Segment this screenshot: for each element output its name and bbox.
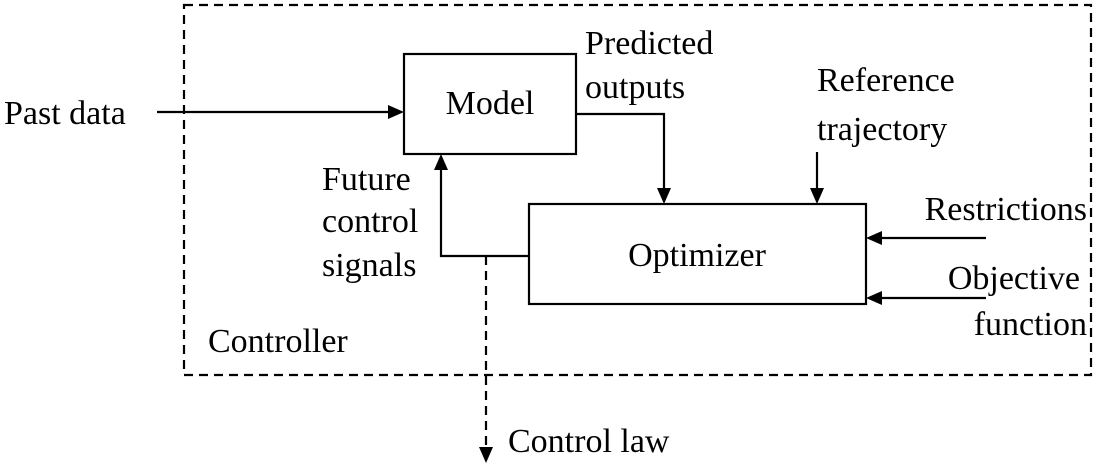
predicted-outputs-arrow-line xyxy=(576,112,666,190)
reference-trajectory-arrowhead xyxy=(810,188,824,204)
restrictions-label: Restrictions xyxy=(925,191,1087,228)
past-data-arrowhead xyxy=(388,105,404,119)
past-data-label: Past data xyxy=(4,95,126,132)
control-law-arrowhead xyxy=(479,447,493,463)
objective-function-arrowhead xyxy=(866,291,882,305)
objective-function-label-line2: function xyxy=(974,306,1087,343)
predicted-outputs-label-line2: outputs xyxy=(585,69,685,106)
optimizer-block-label: Optimizer xyxy=(628,237,767,274)
model-block-label: Model xyxy=(446,85,535,122)
control-law-label: Control law xyxy=(508,423,670,460)
optimizer-block xyxy=(527,202,868,306)
objective-function-label-line1: Objective xyxy=(948,260,1080,297)
predicted-outputs-label-line1: Predicted xyxy=(585,25,713,62)
future-control-signals-label-line2: control xyxy=(322,203,418,240)
reference-trajectory-label-line1: Reference xyxy=(817,62,955,99)
model-block xyxy=(402,52,578,156)
future-control-signals-arrow-line xyxy=(439,170,529,258)
predicted-outputs-arrowhead xyxy=(657,188,671,204)
future-control-signals-label-line3: signals xyxy=(322,247,416,284)
future-control-signals-arrowhead xyxy=(434,154,448,170)
controller-boundary xyxy=(182,3,1093,377)
reference-trajectory-label-line2: trajectory xyxy=(817,111,947,148)
future-control-signals-label-line1: Future xyxy=(322,161,411,198)
restrictions-arrowhead xyxy=(866,231,882,245)
controller-label: Controller xyxy=(208,323,348,360)
